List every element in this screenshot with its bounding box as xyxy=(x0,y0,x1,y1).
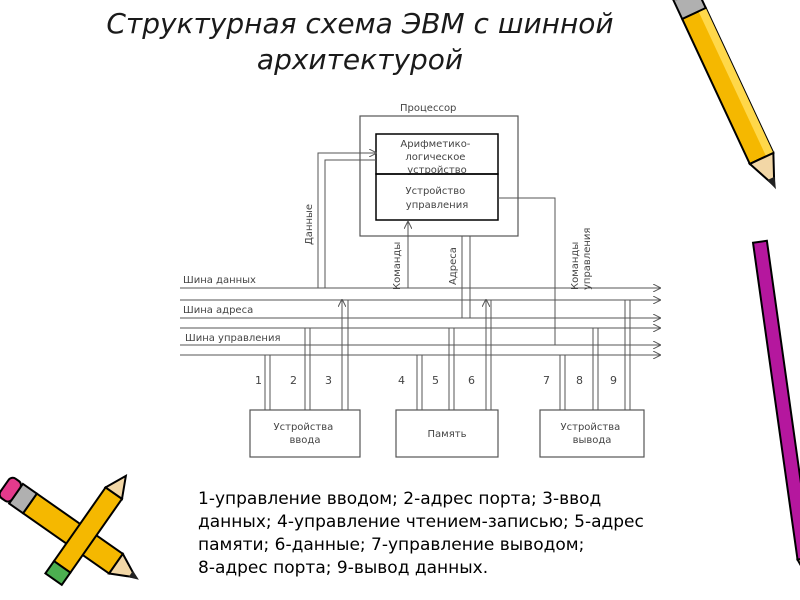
legend-line-1: 1-управление вводом; 2-адрес порта; 3-вв… xyxy=(198,489,602,509)
addresses-label: Адреса xyxy=(448,247,459,285)
signal-numbers: 1 2 3 4 5 6 7 8 9 xyxy=(255,374,617,387)
input-devices-box xyxy=(249,409,361,458)
signal-number-7: 7 xyxy=(543,374,550,387)
control-signals-label: Команды управления xyxy=(570,228,593,290)
processor-label: Процессор xyxy=(400,103,456,114)
control-unit-label: Устройство управления xyxy=(406,186,469,211)
signal-number-2: 2 xyxy=(290,374,297,387)
control-bus xyxy=(180,345,660,355)
data-link-label: Данные xyxy=(304,204,315,245)
pencil-icon xyxy=(44,474,128,587)
title-line-1: Структурная схема ЭВМ с шинной xyxy=(106,7,614,40)
input-devices-label: Устройства ввода xyxy=(274,422,337,446)
signal-number-3: 3 xyxy=(325,374,332,387)
signal-number-8: 8 xyxy=(576,374,583,387)
device-bus-links xyxy=(264,300,631,410)
signal-number-6: 6 xyxy=(468,374,475,387)
memory-box xyxy=(395,409,499,458)
memory-label: Память xyxy=(428,429,467,440)
pencil-icon xyxy=(667,0,776,190)
address-bus-label: Шина адреса xyxy=(183,305,253,316)
processor-box xyxy=(359,115,519,237)
output-devices-box xyxy=(539,409,645,458)
address-bus xyxy=(180,318,660,328)
signal-number-1: 1 xyxy=(255,374,262,387)
output-devices-label: Устройства вывода xyxy=(561,422,624,446)
legend-line-4: 8-адрес порта; 9-вывод данных. xyxy=(198,558,489,578)
data-bus-label: Шина данных xyxy=(183,275,256,286)
legend-line-3: памяти; 6-данные; 7-управление выводом; xyxy=(198,535,585,555)
page-title: Структурная схема ЭВМ с шинной архитекту… xyxy=(60,6,660,78)
legend-line-2: данных; 4-управление чтением-записью; 5-… xyxy=(198,512,644,532)
signal-number-9: 9 xyxy=(610,374,617,387)
signal-number-4: 4 xyxy=(398,374,405,387)
commands-label: Команды xyxy=(392,242,403,290)
alu-label: Арифметико- логическое устройство xyxy=(400,139,473,176)
title-line-2: архитектурой xyxy=(256,43,464,76)
signal-number-5: 5 xyxy=(432,374,439,387)
control-bus-label: Шина управления xyxy=(185,333,280,344)
processor-bus-links xyxy=(317,153,556,345)
legend-text: 1-управление вводом; 2-адрес порта; 3-вв… xyxy=(198,488,718,580)
pencil-icon xyxy=(751,239,800,580)
data-bus xyxy=(180,288,660,300)
control-unit-box xyxy=(375,173,499,221)
